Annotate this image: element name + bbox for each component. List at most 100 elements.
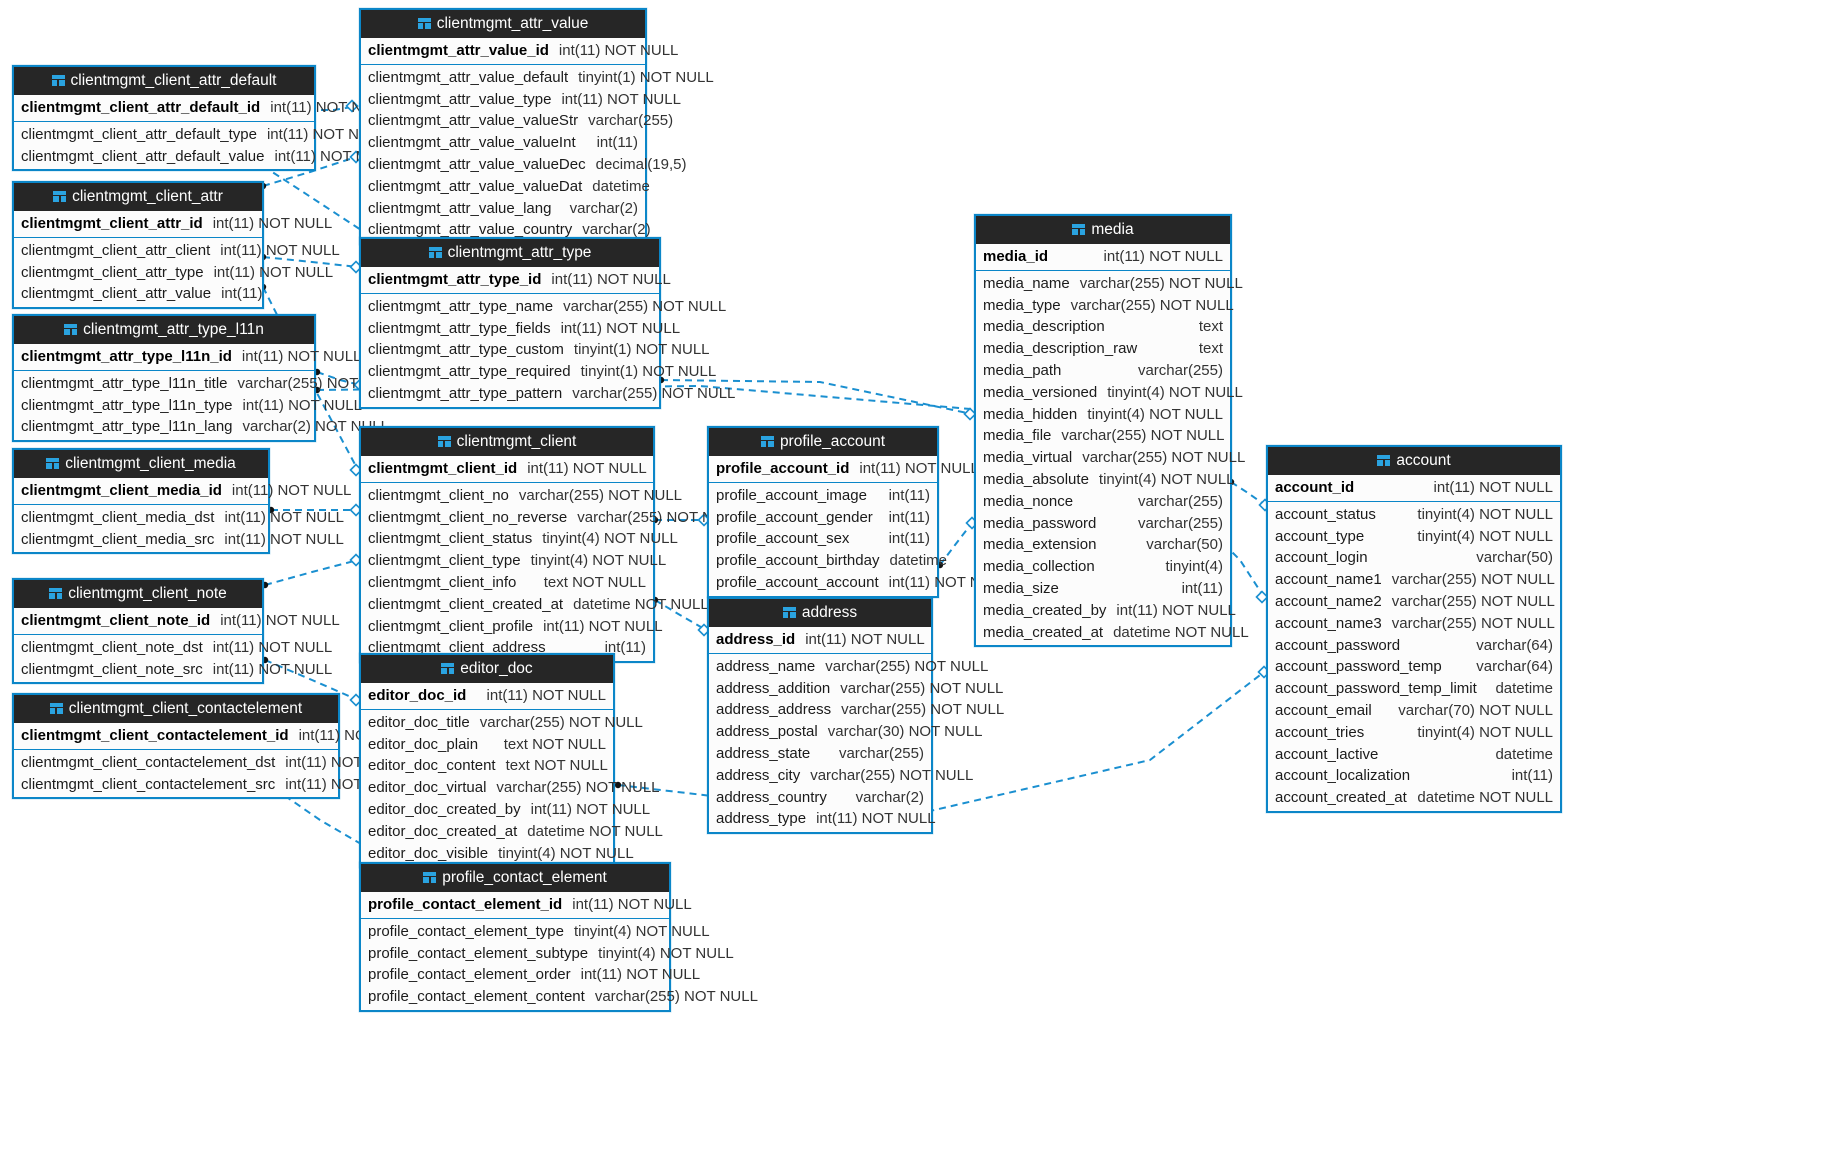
column-row[interactable]: address_addressvarchar(255) NOT NULL bbox=[709, 699, 1004, 721]
column-row[interactable]: media_filevarchar(255) NOT NULL bbox=[976, 425, 1230, 447]
column-row[interactable]: clientmgmt_attr_value_defaulttinyint(1) … bbox=[361, 65, 714, 89]
column-row[interactable]: clientmgmt_client_media_srcint(11) NOT N… bbox=[14, 529, 344, 553]
column-row[interactable]: media_created_atdatetime NOT NULL bbox=[976, 622, 1249, 646]
column-row[interactable]: media_virtualvarchar(255) NOT NULL bbox=[976, 447, 1245, 469]
column-row[interactable]: clientmgmt_client_infotext NOT NULL bbox=[361, 572, 653, 594]
entity-table-clientmgmt_attr_value[interactable]: clientmgmt_attr_valueclientmgmt_attr_val… bbox=[359, 8, 714, 246]
column-row[interactable]: clientmgmt_attr_value_valueIntint(11) bbox=[361, 132, 645, 154]
column-row[interactable]: editor_doc_created_byint(11) NOT NULL bbox=[361, 799, 650, 821]
column-row[interactable]: account_triestinyint(4) NOT NULL bbox=[1268, 722, 1560, 744]
column-row[interactable]: media_extensionvarchar(50) bbox=[976, 534, 1230, 556]
column-row[interactable]: profile_account_birthdaydatetime bbox=[709, 550, 947, 572]
column-row[interactable]: editor_doc_created_atdatetime NOT NULL bbox=[361, 821, 663, 843]
column-row-primary-key[interactable]: clientmgmt_attr_value_idint(11) NOT NULL bbox=[361, 38, 678, 64]
entity-table-media[interactable]: mediamedia_idint(11) NOT NULLmedia_namev… bbox=[974, 214, 1249, 648]
column-row[interactable]: clientmgmt_client_novarchar(255) NOT NUL… bbox=[361, 483, 682, 507]
column-row[interactable]: profile_account_sexint(11) bbox=[709, 528, 937, 550]
column-row[interactable]: account_name1varchar(255) NOT NULL bbox=[1268, 569, 1560, 591]
column-row[interactable]: profile_contact_element_contentvarchar(2… bbox=[361, 986, 758, 1010]
column-row[interactable]: clientmgmt_client_note_srcint(11) NOT NU… bbox=[14, 659, 332, 683]
entity-table-clientmgmt_client_attr[interactable]: clientmgmt_client_attrclientmgmt_client_… bbox=[12, 181, 340, 310]
column-row[interactable]: address_statevarchar(255) bbox=[709, 743, 931, 765]
column-row-primary-key[interactable]: clientmgmt_client_note_idint(11) NOT NUL… bbox=[14, 608, 340, 634]
column-row[interactable]: editor_doc_virtualvarchar(255) NOT NULL bbox=[361, 777, 660, 799]
column-row[interactable]: media_descriptiontext bbox=[976, 316, 1230, 338]
column-row[interactable]: profile_account_imageint(11) bbox=[709, 483, 937, 507]
column-row[interactable]: account_emailvarchar(70) NOT NULL bbox=[1268, 700, 1560, 722]
column-row[interactable]: clientmgmt_attr_type_l11n_typeint(11) NO… bbox=[14, 395, 362, 417]
column-row[interactable]: profile_account_accountint(11) NOT NULL bbox=[709, 572, 1008, 596]
column-row-primary-key[interactable]: account_idint(11) NOT NULL bbox=[1268, 475, 1560, 501]
column-row[interactable]: account_lactivedatetime bbox=[1268, 744, 1560, 766]
column-row[interactable]: clientmgmt_attr_type_l11n_langvarchar(2)… bbox=[14, 416, 389, 440]
column-row[interactable]: clientmgmt_attr_type_fieldsint(11) NOT N… bbox=[361, 318, 680, 340]
column-row[interactable]: account_localizationint(11) bbox=[1268, 765, 1560, 787]
column-row[interactable]: editor_doc_plaintext NOT NULL bbox=[361, 734, 613, 756]
column-row-primary-key[interactable]: clientmgmt_client_idint(11) NOT NULL bbox=[361, 456, 653, 482]
column-row[interactable]: clientmgmt_client_contactelement_dstint(… bbox=[14, 750, 405, 774]
column-row[interactable]: clientmgmt_client_contactelement_srcint(… bbox=[14, 774, 405, 798]
column-row[interactable]: clientmgmt_attr_type_requiredtinyint(1) … bbox=[361, 361, 716, 383]
column-row[interactable]: clientmgmt_attr_type_customtinyint(1) NO… bbox=[361, 339, 710, 361]
column-row-primary-key[interactable]: editor_doc_idint(11) NOT NULL bbox=[361, 683, 613, 709]
column-row-primary-key[interactable]: clientmgmt_attr_type_idint(11) NOT NULL bbox=[361, 267, 671, 293]
column-row-primary-key[interactable]: clientmgmt_client_media_idint(11) NOT NU… bbox=[14, 478, 351, 504]
column-row[interactable]: profile_contact_element_orderint(11) NOT… bbox=[361, 964, 700, 986]
column-row[interactable]: media_created_byint(11) NOT NULL bbox=[976, 600, 1236, 622]
column-row[interactable]: clientmgmt_client_attr_default_valueint(… bbox=[14, 146, 394, 170]
column-row[interactable]: clientmgmt_client_attr_clientint(11) NOT… bbox=[14, 238, 340, 262]
entity-table-address[interactable]: addressaddress_idint(11) NOT NULLaddress… bbox=[707, 597, 1004, 835]
entity-table-account[interactable]: accountaccount_idint(11) NOT NULLaccount… bbox=[1266, 445, 1562, 813]
column-row[interactable]: account_typetinyint(4) NOT NULL bbox=[1268, 526, 1560, 548]
column-row[interactable]: account_name3varchar(255) NOT NULL bbox=[1268, 613, 1560, 635]
entity-table-profile_account[interactable]: profile_accountprofile_account_idint(11)… bbox=[707, 426, 1008, 598]
entity-table-profile_contact_element[interactable]: profile_contact_elementprofile_contact_e… bbox=[359, 862, 758, 1013]
entity-table-editor_doc[interactable]: editor_doceditor_doc_idint(11) NOT NULLe… bbox=[359, 653, 663, 869]
column-row[interactable]: address_typeint(11) NOT NULL bbox=[709, 808, 936, 832]
column-row-primary-key[interactable]: media_idint(11) NOT NULL bbox=[976, 244, 1230, 270]
entity-table-clientmgmt_client_note[interactable]: clientmgmt_client_noteclientmgmt_client_… bbox=[12, 578, 340, 685]
column-row-primary-key[interactable]: clientmgmt_client_contactelement_idint(1… bbox=[14, 723, 418, 749]
column-row[interactable]: address_postalvarchar(30) NOT NULL bbox=[709, 721, 983, 743]
column-row[interactable]: media_collectiontinyint(4) bbox=[976, 556, 1230, 578]
column-row[interactable]: clientmgmt_client_created_atdatetime NOT… bbox=[361, 594, 709, 616]
column-row[interactable]: account_name2varchar(255) NOT NULL bbox=[1268, 591, 1560, 613]
entity-table-clientmgmt_attr_type_l11n[interactable]: clientmgmt_attr_type_l11nclientmgmt_attr… bbox=[12, 314, 401, 443]
entity-table-clientmgmt_client_media[interactable]: clientmgmt_client_mediaclientmgmt_client… bbox=[12, 448, 351, 555]
column-row[interactable]: media_description_rawtext bbox=[976, 338, 1230, 360]
column-row[interactable]: editor_doc_visibletinyint(4) NOT NULL bbox=[361, 843, 634, 867]
column-row[interactable]: address_countryvarchar(2) bbox=[709, 787, 931, 809]
column-row[interactable]: clientmgmt_attr_value_countryvarchar(2) bbox=[361, 219, 651, 243]
column-row[interactable]: clientmgmt_attr_value_langvarchar(2) bbox=[361, 198, 645, 220]
column-row[interactable]: editor_doc_contenttext NOT NULL bbox=[361, 755, 613, 777]
column-row-primary-key[interactable]: clientmgmt_client_attr_idint(11) NOT NUL… bbox=[14, 211, 332, 237]
column-row[interactable]: media_hiddentinyint(4) NOT NULL bbox=[976, 404, 1230, 426]
column-row[interactable]: clientmgmt_client_profileint(11) NOT NUL… bbox=[361, 616, 663, 638]
entity-table-clientmgmt_attr_type[interactable]: clientmgmt_attr_typeclientmgmt_attr_type… bbox=[359, 237, 735, 409]
column-row[interactable]: clientmgmt_client_note_dstint(11) NOT NU… bbox=[14, 635, 332, 659]
column-row[interactable]: clientmgmt_client_typetinyint(4) NOT NUL… bbox=[361, 550, 666, 572]
column-row[interactable]: clientmgmt_attr_type_patternvarchar(255)… bbox=[361, 383, 735, 407]
column-row[interactable]: clientmgmt_client_no_reversevarchar(255)… bbox=[361, 507, 740, 529]
column-row-primary-key[interactable]: clientmgmt_client_attr_default_idint(11)… bbox=[14, 95, 390, 121]
column-row[interactable]: clientmgmt_attr_type_l11n_titlevarchar(2… bbox=[14, 371, 401, 395]
column-row[interactable]: clientmgmt_attr_value_valueDatdatetime bbox=[361, 176, 650, 198]
column-row[interactable]: profile_contact_element_typetinyint(4) N… bbox=[361, 919, 710, 943]
column-row[interactable]: media_typevarchar(255) NOT NULL bbox=[976, 295, 1234, 317]
column-row[interactable]: clientmgmt_attr_type_namevarchar(255) NO… bbox=[361, 294, 726, 318]
column-row[interactable]: media_pathvarchar(255) bbox=[976, 360, 1230, 382]
column-row[interactable]: address_cityvarchar(255) NOT NULL bbox=[709, 765, 973, 787]
column-row-primary-key[interactable]: address_idint(11) NOT NULL bbox=[709, 627, 931, 653]
column-row[interactable]: address_namevarchar(255) NOT NULL bbox=[709, 654, 988, 678]
column-row[interactable]: profile_account_genderint(11) bbox=[709, 507, 937, 529]
column-row[interactable]: media_versionedtinyint(4) NOT NULL bbox=[976, 382, 1243, 404]
column-row[interactable]: profile_contact_element_subtypetinyint(4… bbox=[361, 943, 734, 965]
column-row[interactable]: account_loginvarchar(50) bbox=[1268, 547, 1560, 569]
column-row[interactable]: clientmgmt_client_addressint(11) bbox=[361, 637, 653, 661]
column-row[interactable]: account_password_temp_limitdatetime bbox=[1268, 678, 1560, 700]
column-row[interactable]: account_password_tempvarchar(64) bbox=[1268, 656, 1560, 678]
column-row[interactable]: account_created_atdatetime NOT NULL bbox=[1268, 787, 1560, 811]
column-row[interactable]: media_noncevarchar(255) bbox=[976, 491, 1230, 513]
column-row[interactable]: clientmgmt_client_attr_valueint(11) bbox=[14, 283, 263, 307]
column-row[interactable]: clientmgmt_client_attr_default_typeint(1… bbox=[14, 122, 386, 146]
